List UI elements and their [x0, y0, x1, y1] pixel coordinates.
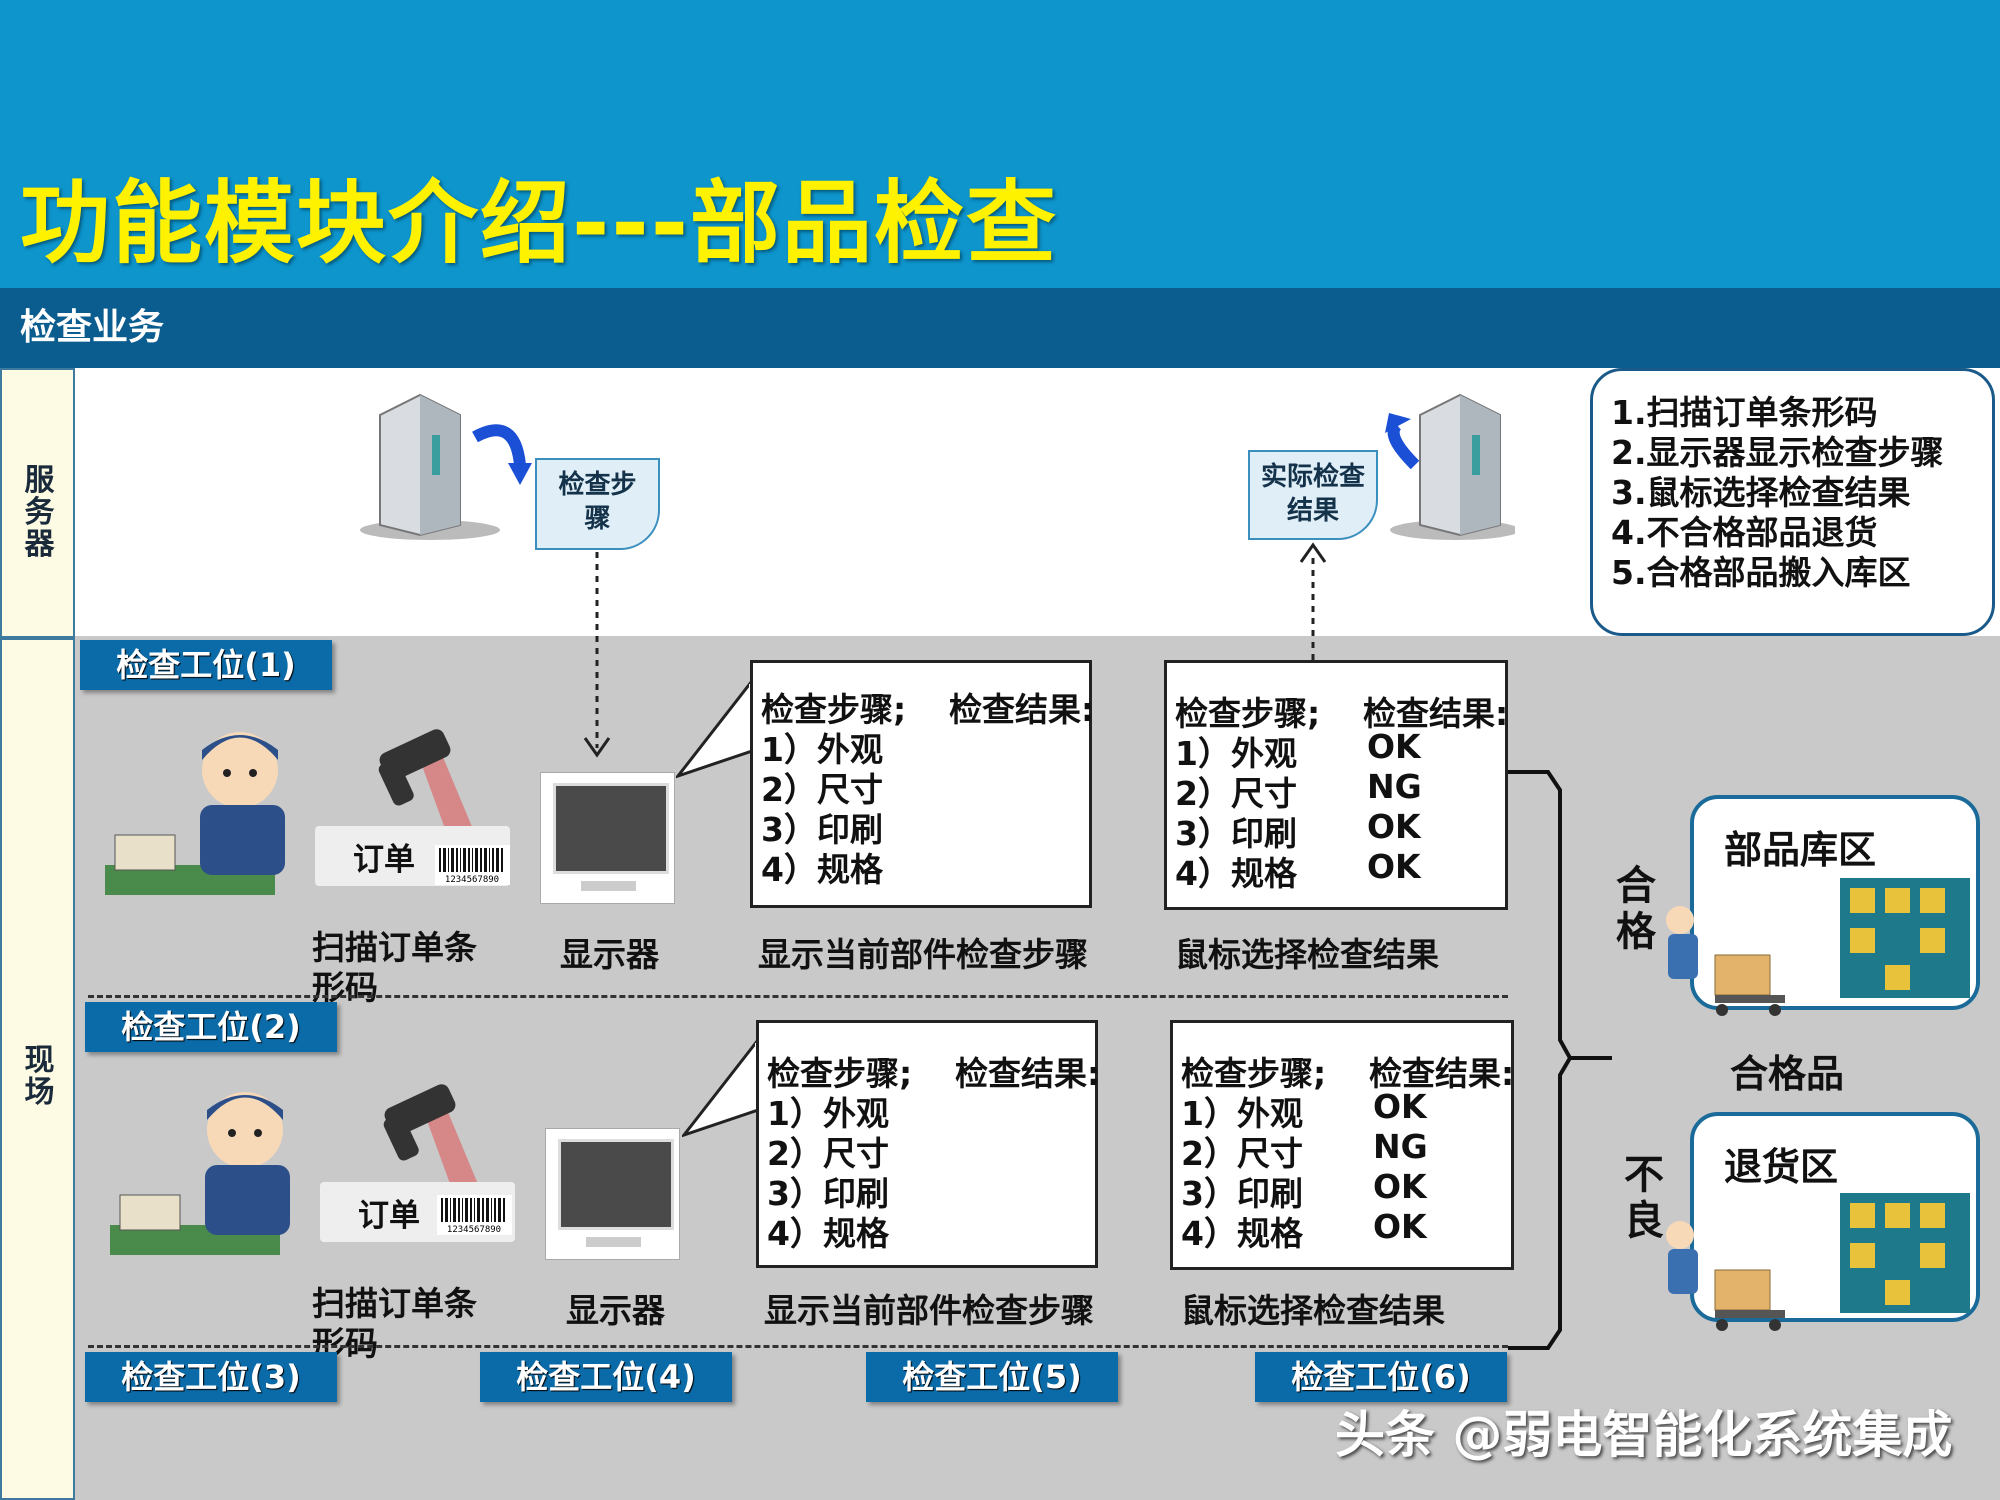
server-left-icon	[360, 393, 532, 540]
callout-header-result: 检查结果:	[949, 690, 1095, 729]
callout-step: 4）规格	[767, 1214, 889, 1253]
caption-monitor: 显示器	[560, 935, 659, 974]
barcode-icon: 1234567890	[435, 845, 510, 885]
callout-step: 4）规格	[1175, 854, 1297, 893]
callout-pointer	[682, 1035, 761, 1138]
warehouse-cart-icon	[1666, 878, 1970, 1016]
caption-scan-barcode: 扫描订单条形码	[312, 928, 477, 1007]
parts-storage-title: 部品库区	[1724, 828, 1877, 872]
row-label-server-text: 服务器	[24, 463, 55, 562]
process-step-2: 2.显示器显示检查步骤	[1611, 433, 1944, 472]
order-label: 订单	[358, 1198, 420, 1234]
callout-result: OK	[1367, 727, 1421, 766]
barcode-number: 1234567890	[445, 875, 499, 885]
callout-result: NG	[1367, 767, 1422, 806]
tab-station-3: 检查工位(3)	[85, 1352, 337, 1402]
doc-actual-results-text: 实际检查结果	[1260, 462, 1365, 526]
callout-header-result: 检查结果:	[1369, 1054, 1515, 1093]
doc-inspection-steps: 检查步骤	[535, 458, 660, 550]
doc-inspection-steps-text: 检查步骤	[558, 470, 637, 534]
callout-step: 3）印刷	[1175, 814, 1297, 853]
callout-result: OK	[1373, 1167, 1427, 1206]
callout-step: 4）规格	[761, 850, 883, 889]
process-step-4: 4.不合格部品退货	[1611, 513, 1878, 552]
callout-step: 1）外观	[767, 1094, 889, 1133]
callout-result: NG	[1373, 1127, 1428, 1166]
caption-mouse-select: 鼠标选择检查结果	[1181, 1291, 1445, 1330]
worker-icon	[110, 1092, 290, 1255]
callout-header-result: 检查结果:	[955, 1054, 1101, 1093]
callout-step: 2）尺寸	[767, 1134, 889, 1173]
tab-station-1: 检查工位(1)	[80, 640, 332, 690]
callout-step: 3）印刷	[767, 1174, 889, 1213]
callout-step: 2）尺寸	[1181, 1134, 1303, 1173]
barcode-number: 1234567890	[447, 1225, 501, 1235]
return-area-title: 退货区	[1724, 1145, 1839, 1189]
callout-step: 2）尺寸	[1175, 774, 1297, 813]
callout-step: 3）印刷	[761, 810, 883, 849]
callout-pointer	[676, 676, 755, 779]
order-sheet: 订单	[315, 826, 510, 886]
process-step-5: 5.合格部品搬入库区	[1611, 553, 1911, 592]
tab-station-6: 检查工位(6)	[1255, 1352, 1507, 1402]
row-label-server: 服务器	[0, 368, 75, 638]
monitor-icon	[545, 1128, 680, 1260]
divider-line	[88, 1345, 1508, 1348]
return-cart-icon	[1666, 1193, 1970, 1331]
tab-station-4: 检查工位(4)	[480, 1352, 732, 1402]
process-steps-box: 1.扫描订单条形码 2.显示器显示检查步骤 3.鼠标选择检查结果 4.不合格部品…	[1590, 368, 1995, 636]
callout-result: OK	[1373, 1207, 1427, 1246]
callout-result: OK	[1373, 1087, 1427, 1126]
subtitle-bar	[0, 288, 2000, 368]
callout-header-steps: 检查步骤;	[761, 690, 907, 729]
subtitle: 检查业务	[20, 307, 165, 348]
callout-steps-display: 检查步骤; 检查结果: 1）外观 2）尺寸 3）印刷 4）规格	[750, 660, 1095, 908]
callout-header-result: 检查结果:	[1363, 694, 1509, 733]
callout-step: 1）外观	[1175, 734, 1297, 773]
label-pass-goods: 合格品	[1730, 1052, 1845, 1096]
caption-display-steps: 显示当前部件检查步骤	[764, 1291, 1094, 1330]
callout-results-selected: 检查步骤; 检查结果: 1）外观 2）尺寸 3）印刷 4）规格 OK NG OK…	[1170, 1020, 1514, 1270]
barcode-icon: 1234567890	[437, 1195, 512, 1235]
watermark: 头条 @弱电智能化系统集成	[1335, 1406, 1953, 1464]
callout-header-steps: 检查步骤;	[1175, 694, 1321, 733]
callout-results-selected: 检查步骤; 检查结果: 1）外观 2）尺寸 3）印刷 4）规格 OK NG OK…	[1164, 660, 1508, 910]
caption-display-steps: 显示当前部件检查步骤	[758, 935, 1088, 974]
callout-step: 4）规格	[1181, 1214, 1303, 1253]
process-step-3: 3.鼠标选择检查结果	[1611, 473, 1911, 512]
callout-result: OK	[1367, 847, 1421, 886]
tab-station-5: 检查工位(5)	[866, 1352, 1118, 1402]
worker-icon	[105, 732, 285, 895]
caption-monitor: 显示器	[566, 1291, 665, 1330]
process-step-1: 1.扫描订单条形码	[1611, 393, 1878, 432]
page-title: 功能模块介绍---部品检查	[20, 171, 1059, 276]
monitor-icon	[540, 772, 675, 904]
server-right-icon	[1385, 393, 1515, 540]
callout-step: 1）外观	[1181, 1094, 1303, 1133]
divider-line	[88, 995, 1508, 998]
callout-step: 1）外观	[761, 730, 883, 769]
callout-header-steps: 检查步骤;	[767, 1054, 913, 1093]
callout-header-steps: 检查步骤;	[1181, 1054, 1327, 1093]
callout-step: 3）印刷	[1181, 1174, 1303, 1213]
callout-steps-display: 检查步骤; 检查结果: 1）外观 2）尺寸 3）印刷 4）规格	[756, 1020, 1101, 1268]
callout-result: OK	[1367, 807, 1421, 846]
order-label: 订单	[353, 842, 415, 878]
label-pass: 合格	[1616, 863, 1656, 955]
doc-actual-results: 实际检查结果	[1248, 450, 1378, 540]
row-label-field-text: 现场	[24, 1043, 55, 1110]
label-fail: 不良	[1624, 1152, 1664, 1244]
caption-mouse-select: 鼠标选择检查结果	[1175, 935, 1439, 974]
tab-station-2: 检查工位(2)	[85, 1002, 337, 1052]
callout-step: 2）尺寸	[761, 770, 883, 809]
row-label-field: 现场	[0, 638, 75, 1500]
header-bar	[0, 0, 2000, 288]
caption-scan-barcode: 扫描订单条形码	[312, 1284, 477, 1363]
